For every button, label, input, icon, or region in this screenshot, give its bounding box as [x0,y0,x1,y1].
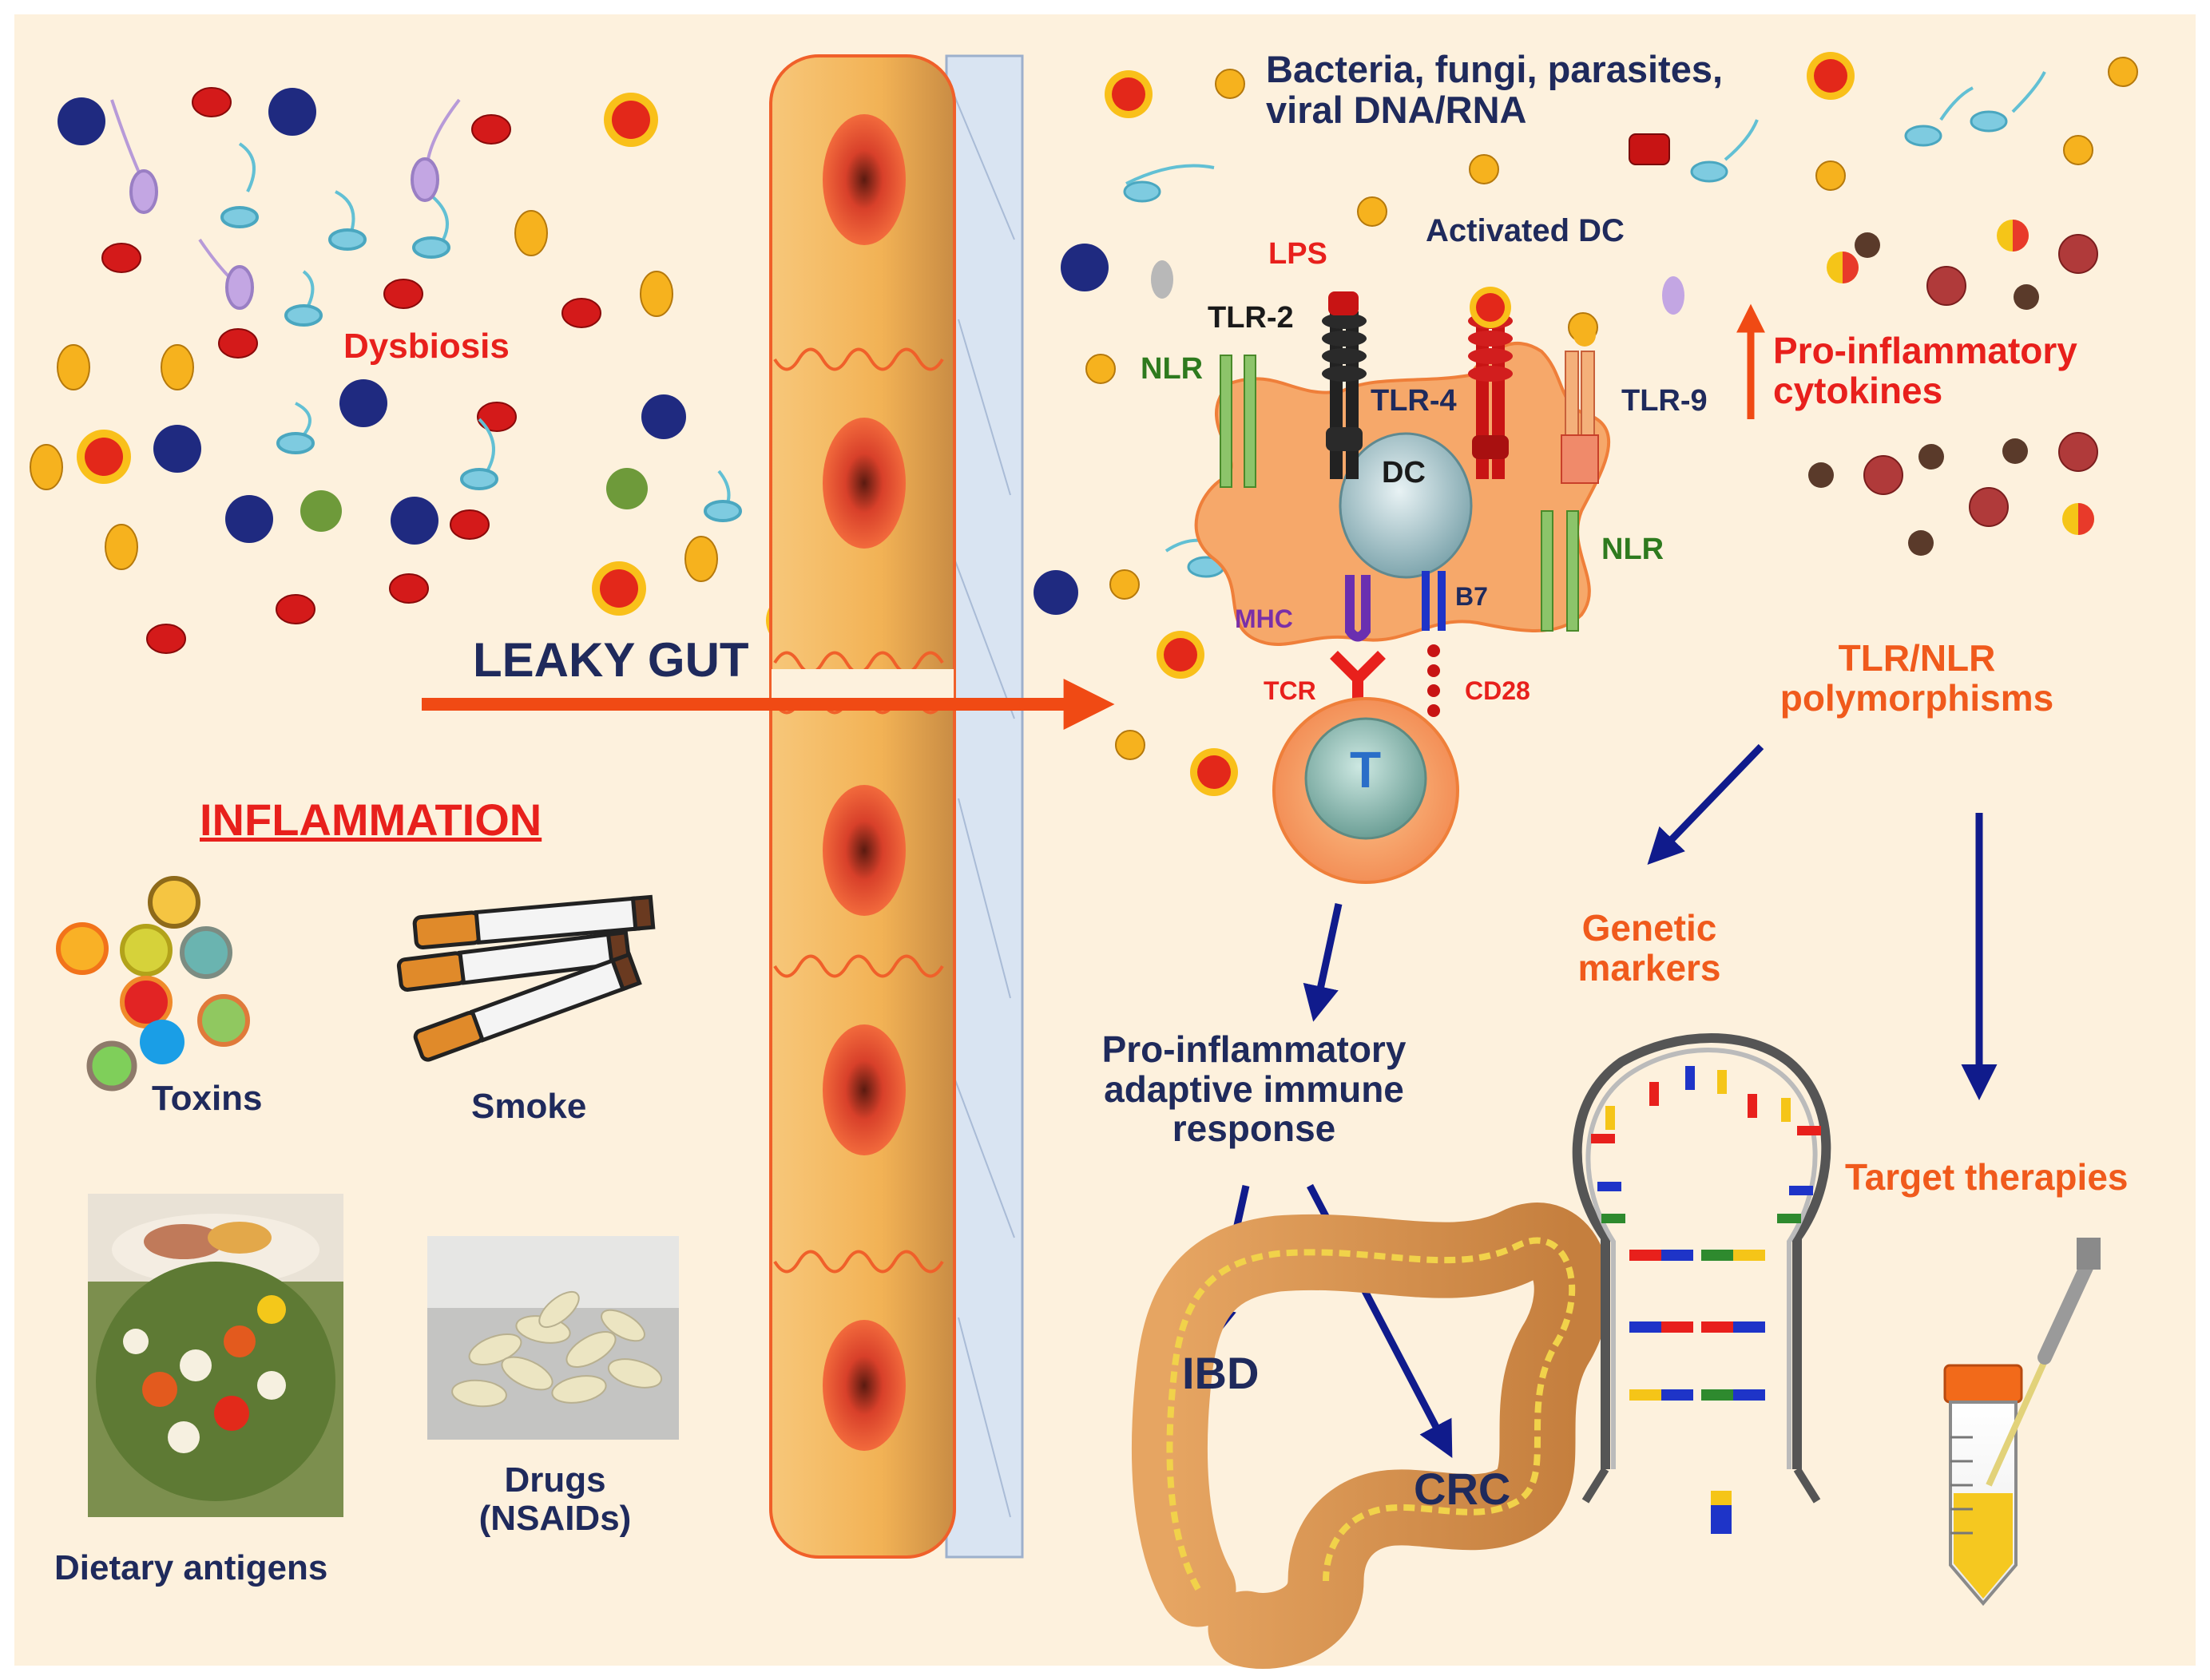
label-mhc: MHC [1235,604,1293,633]
label-inflammation: INFLAMMATION [200,794,542,845]
label-microbes: Bacteria, fungi, parasites, viral DNA/RN… [1266,48,1724,131]
pipette-icon [1986,1238,2101,1487]
food-icon [88,1194,343,1517]
label-crc: CRC [1414,1464,1511,1514]
label-drugs: Drugs (NSAIDs) [478,1460,632,1538]
label-b7: B7 [1455,582,1488,611]
fungus-icon [1105,52,1855,796]
label-tcr: TCR [1264,676,1316,705]
label-toxins: Toxins [152,1079,263,1118]
luminal-microbes [1085,52,2138,796]
label-lps: LPS [1268,237,1327,271]
t-cell-icon [1272,697,1459,884]
label-dc: DC [1382,456,1426,489]
label-dysbiosis: Dysbiosis [343,327,510,366]
label-nlr-right: NLR [1601,533,1664,566]
label-genetic-markers: Genetic markers [1577,907,1721,989]
epithelium [769,54,1024,1559]
colon-icon [1131,1203,1610,1669]
toxins-icon [56,876,250,1092]
label-nlr-top: NLR [1141,352,1204,386]
label-t-cell: T [1350,741,1382,798]
label-activated-dc: Activated DC [1426,213,1625,248]
cytokines-cluster [1808,220,2098,556]
label-dietary-antigens: Dietary antigens [54,1548,328,1587]
label-target-therapies: Target therapies [1845,1156,2129,1198]
label-tlr9: TLR-9 [1621,384,1708,418]
cigarette-icon [396,894,656,1062]
background-panel [14,14,2196,1666]
bacteria-icon [58,88,1109,671]
dysbiosis-microbes [30,87,1109,671]
label-leaky-gut: LEAKY GUT [473,633,749,687]
rna-hairpin-icon [1572,1033,1831,1534]
label-smoke: Smoke [471,1087,587,1126]
basement-membrane [945,54,1024,1559]
label-adaptive-response: Pro-inflammatory adaptive immune respons… [1101,1028,1407,1150]
label-cd28: CD28 [1465,676,1530,705]
label-tlr2: TLR-2 [1208,301,1294,335]
test-tube-icon [1943,1364,2023,1607]
label-polymorphisms: TLR/NLR polymorphisms [1780,637,2054,719]
label-cytokines: Pro-inflammatory cytokines [1773,330,2077,411]
label-tlr4: TLR-4 [1371,384,1457,418]
receptors [1220,287,1599,723]
label-ibd: IBD [1182,1348,1260,1398]
pill-icon [427,1236,679,1440]
parasite-icon [110,98,742,522]
